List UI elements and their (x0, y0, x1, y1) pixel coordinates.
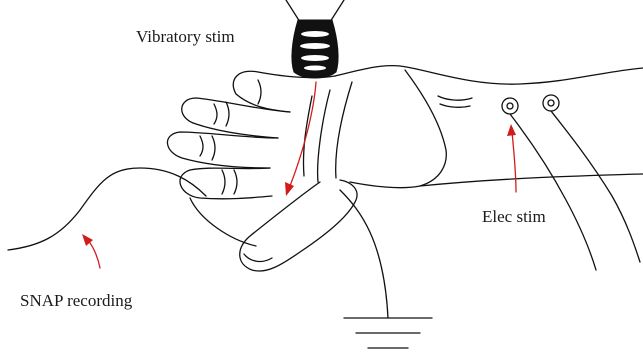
snap-recording-label: SNAP recording (20, 292, 132, 309)
electrical-stimulator (502, 95, 640, 270)
arrow-electrical (507, 124, 516, 192)
hand-outline (167, 66, 643, 271)
snap-recording-lead (8, 168, 206, 250)
vibratory-stim-label: Vibratory stim (136, 28, 235, 45)
elec-stim-label: Elec stim (482, 208, 546, 225)
vibratory-stimulator (286, 0, 344, 78)
arrow-snap (82, 234, 100, 268)
ground-symbol (340, 190, 432, 348)
